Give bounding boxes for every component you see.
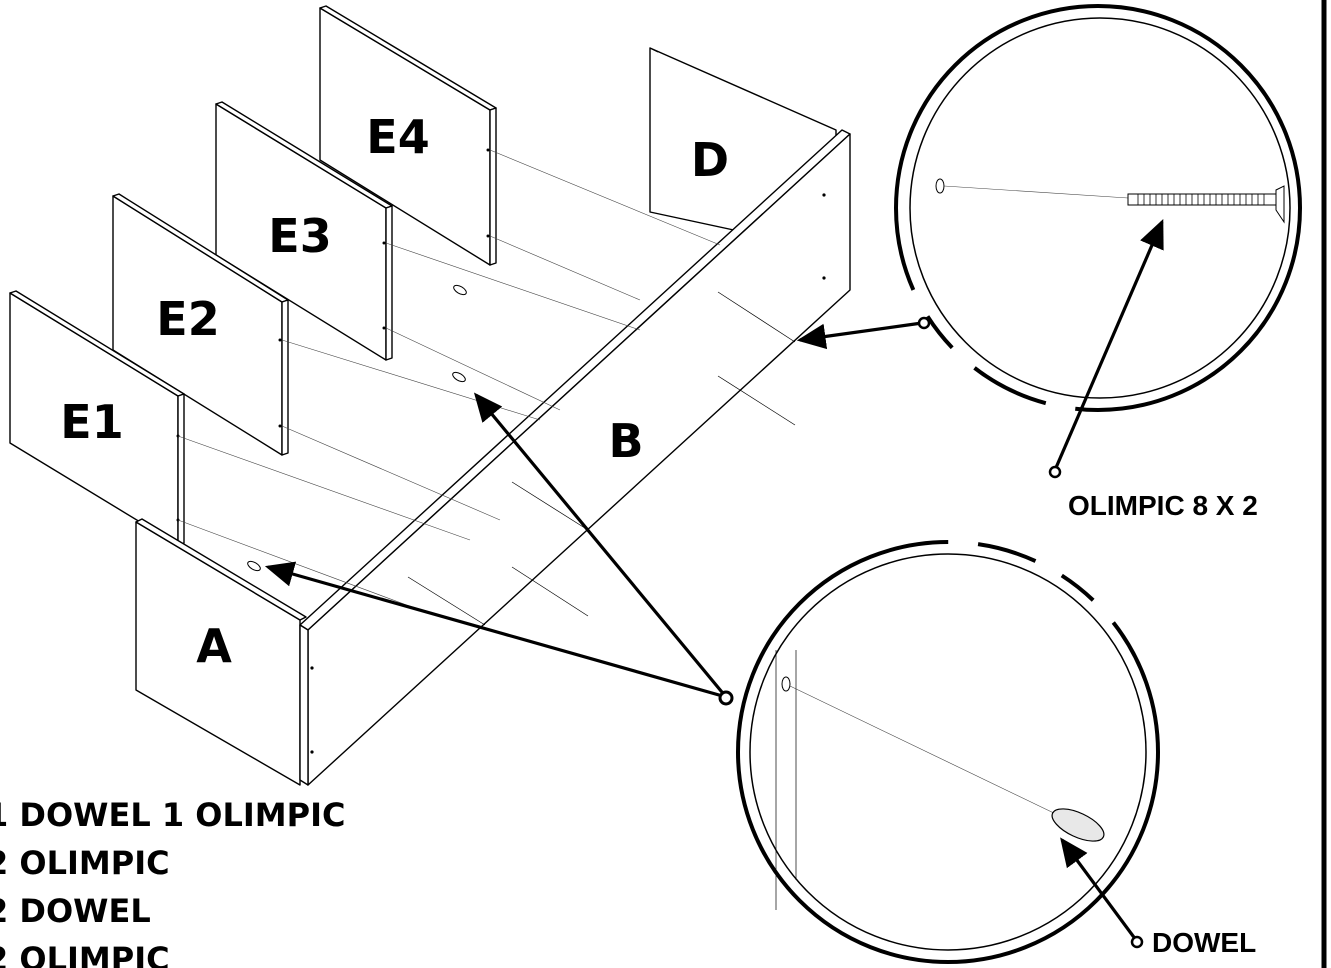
label-e3: E3 [268, 209, 331, 263]
label-d: D [691, 133, 729, 187]
dowel-caption: DOWEL [1152, 927, 1256, 958]
panel-e4 [319, 5, 497, 266]
panel-e1 [9, 290, 185, 546]
legend-line-1: 1 DOWEL 1 OLIMPIC [0, 796, 345, 834]
alignment-lines [177, 149, 796, 626]
olimpic-detail-circle [894, 4, 1302, 412]
panel-b [299, 129, 851, 786]
label-e4: E4 [366, 110, 429, 164]
panel-e2 [112, 193, 289, 456]
legend: 1 DOWEL 1 OLIMPIC 2 OLIMPIC 2 DOWEL 2 OL… [0, 796, 345, 968]
olimpic-caption: OLIMPIC 8 X 2 [1068, 490, 1258, 521]
panel-a [135, 518, 307, 786]
legend-line-4: 2 OLIMPIC [0, 940, 170, 968]
legend-line-2: 2 OLIMPIC [0, 844, 170, 882]
label-e1: E1 [60, 395, 123, 449]
panel-e3 [215, 101, 393, 361]
label-b: B [608, 414, 643, 468]
label-e2: E2 [156, 292, 219, 346]
legend-line-3: 2 DOWEL [0, 892, 151, 930]
dowel-detail-circle [736, 540, 1160, 964]
callout-arrows [264, 219, 1164, 949]
dowel-icon [1051, 808, 1105, 842]
label-a: A [196, 619, 232, 673]
